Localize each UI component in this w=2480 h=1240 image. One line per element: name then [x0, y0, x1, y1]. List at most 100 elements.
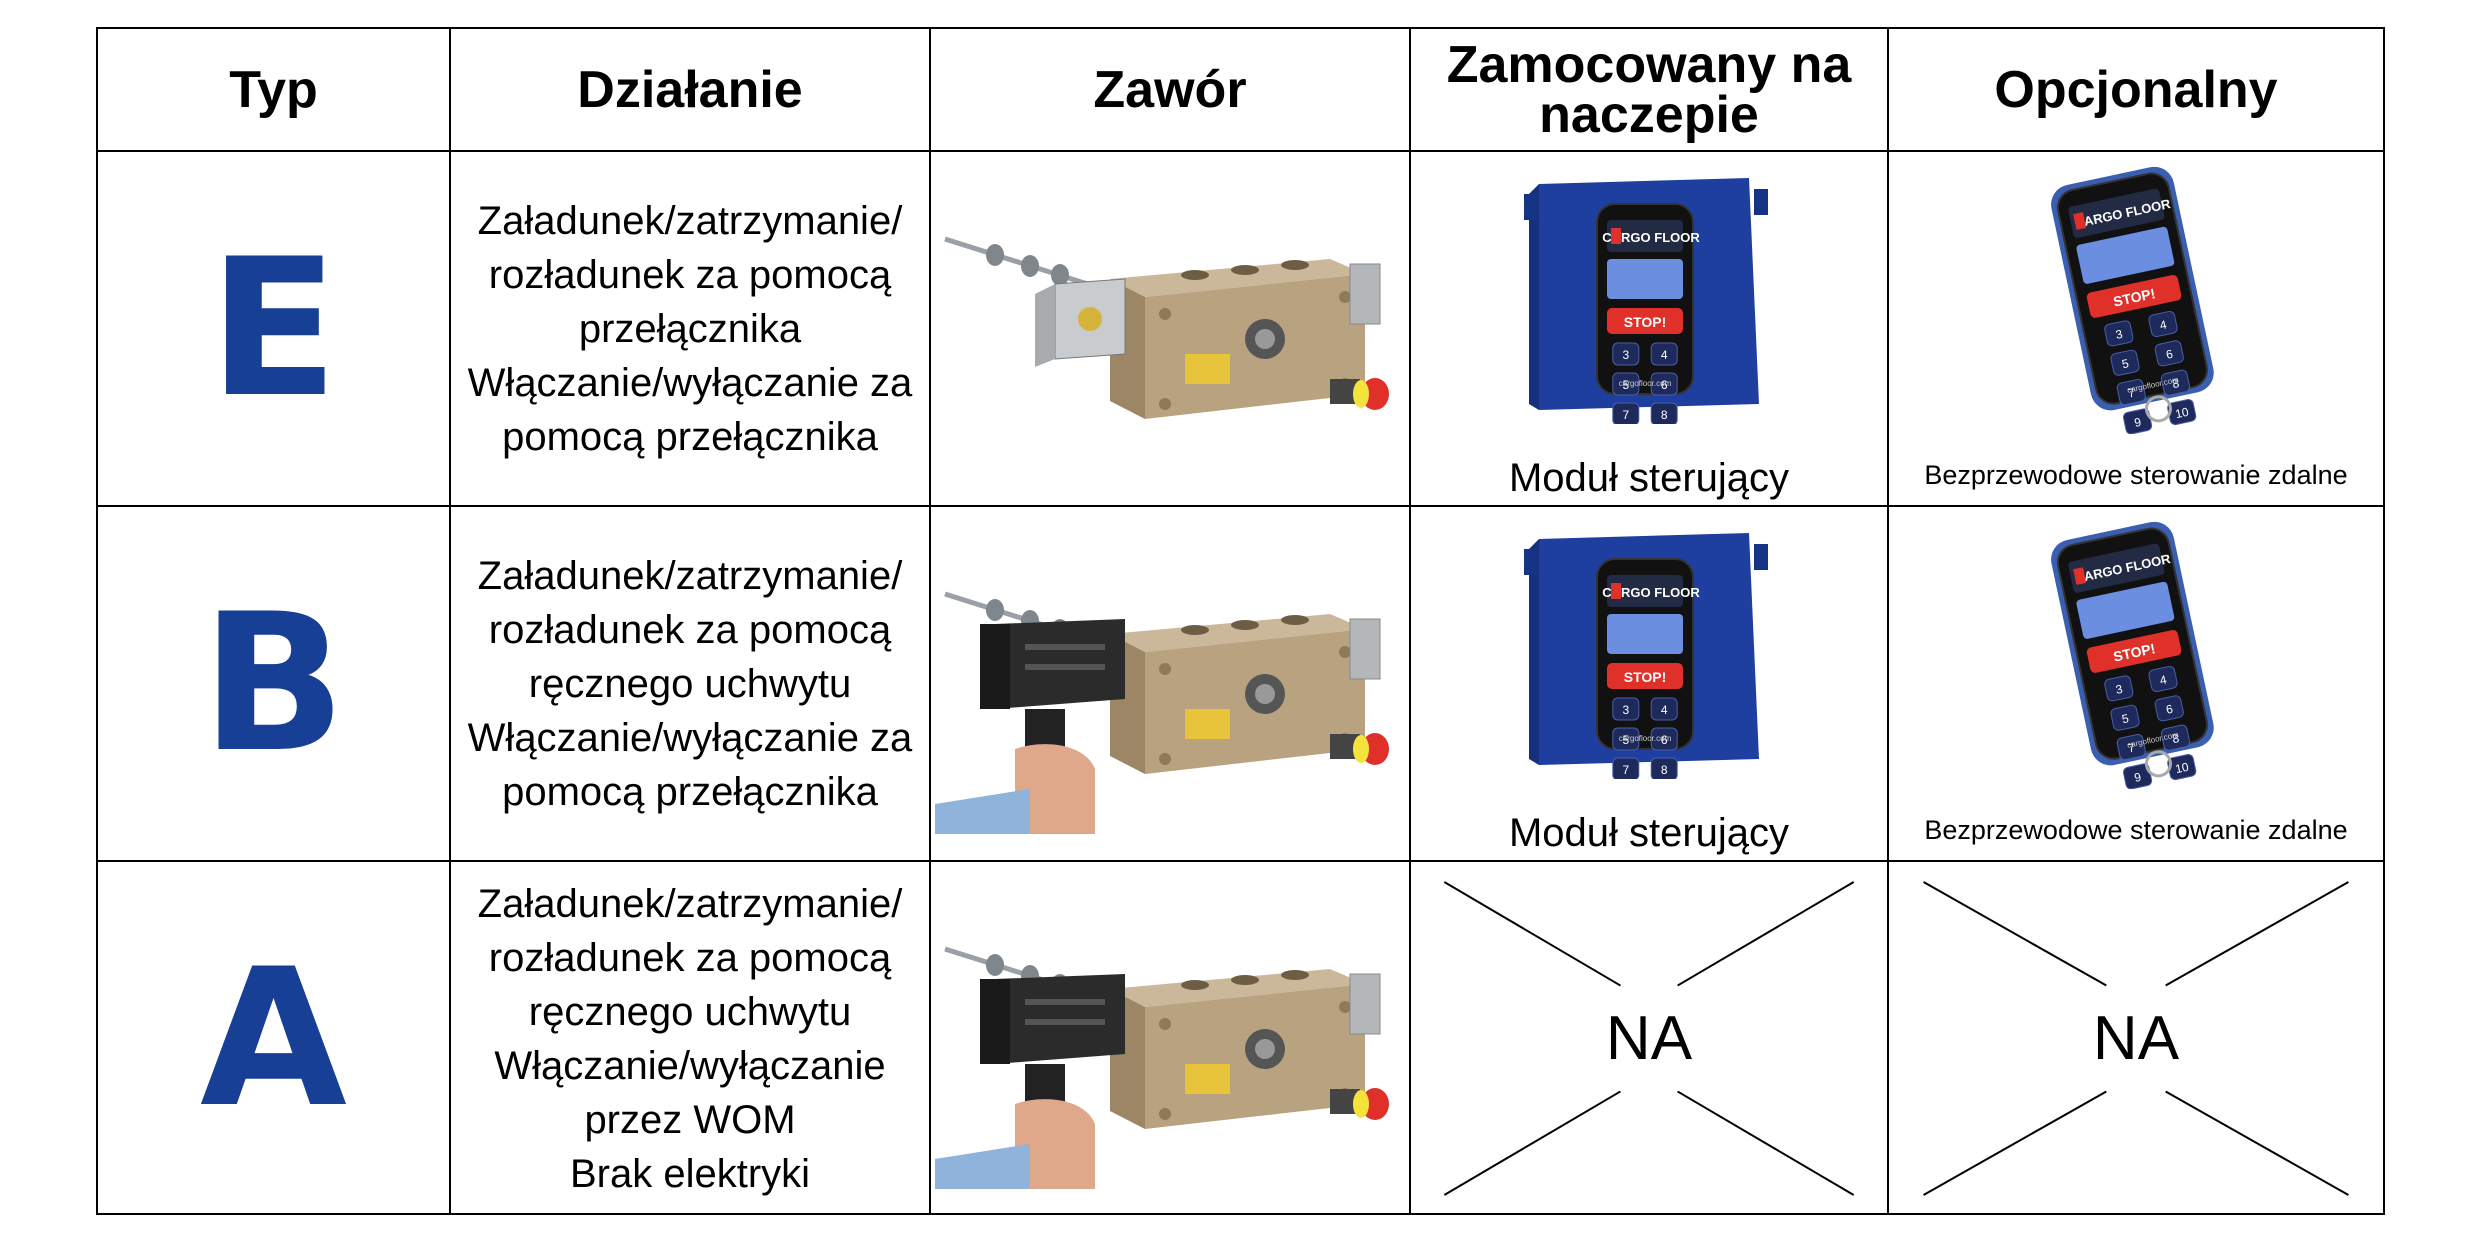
svg-text:5: 5 [1622, 733, 1629, 747]
svg-text:4: 4 [1661, 348, 1668, 362]
column-divider [1409, 29, 1411, 1213]
svg-text:STOP!: STOP! [1624, 669, 1667, 685]
row-divider [98, 505, 2383, 507]
svg-text:3: 3 [2114, 682, 2124, 697]
valve-cell [931, 152, 1409, 505]
keypad-key: 6 [1650, 727, 1678, 751]
action-cell: Załadunek/zatrzymanie/ rozładunek za pom… [451, 507, 929, 860]
svg-text:8: 8 [1661, 763, 1668, 777]
valve-handle-image [935, 946, 1389, 1189]
header-mounted: Zamocowany na naczepie [1446, 35, 1852, 144]
svg-text:cargofloor.com: cargofloor.com [1619, 379, 1672, 388]
keypad-key: 3 [2104, 320, 2134, 347]
optional-caption: Bezprzewodowe sterowanie zdalne [1924, 460, 2348, 490]
svg-text:4: 4 [1661, 703, 1668, 717]
mounted-caption: Moduł sterujący [1508, 811, 1790, 855]
keypad-key: 3 [1612, 342, 1640, 366]
svg-text:6: 6 [2165, 347, 2175, 362]
not-applicable-cross [1923, 881, 2349, 1196]
keypad-key: 4 [1650, 697, 1678, 721]
keypad-key: 8 [2160, 369, 2191, 396]
keypad-key: 6 [2154, 340, 2184, 367]
svg-text:10: 10 [2174, 405, 2190, 422]
column-divider [449, 29, 451, 1213]
svg-text:3: 3 [1622, 703, 1629, 717]
svg-text:10: 10 [2174, 760, 2190, 777]
keypad-key: 3 [2104, 675, 2134, 702]
svg-text:8: 8 [2171, 376, 2181, 391]
valve-cell [931, 862, 1409, 1215]
keypad-key: 3 [1612, 697, 1640, 721]
row-divider [98, 150, 2383, 152]
column-divider [1887, 29, 1889, 1213]
mounted-cell: NA [1411, 862, 1887, 1215]
keypad-key: 8 [1650, 757, 1678, 779]
svg-text:STOP!: STOP! [1624, 314, 1667, 330]
svg-text:7: 7 [2127, 740, 2137, 755]
keypad-key: 5 [1612, 727, 1640, 751]
column-divider [929, 29, 931, 1213]
action-text: Załadunek/zatrzymanie/ rozładunek za pom… [467, 553, 913, 814]
svg-text:CARGO FLOOR: CARGO FLOOR [1602, 585, 1700, 600]
na-label: NA [1605, 1004, 1693, 1073]
keypad-key: 4 [1650, 342, 1678, 366]
mounted-cell: CARGO FLOORSTOP!345678910cargofloor.comM… [1411, 507, 1887, 860]
svg-text:8: 8 [1661, 408, 1668, 422]
type-cell: E [98, 152, 449, 505]
svg-text:6: 6 [2165, 702, 2175, 717]
keypad-key: 7 [1612, 402, 1640, 424]
keypad-key: 6 [2154, 695, 2184, 722]
mounted-cell: CARGO FLOORSTOP!345678910cargofloor.comM… [1411, 152, 1887, 505]
svg-text:9: 9 [2133, 415, 2143, 430]
header-type: Typ [229, 60, 318, 119]
action-text: Załadunek/zatrzymanie/ rozładunek za pom… [477, 881, 903, 1196]
keypad-key: 7 [2116, 379, 2146, 406]
keypad-key: 10 [2167, 753, 2197, 781]
keypad-key: 7 [1612, 757, 1640, 779]
svg-text:9: 9 [2133, 770, 2143, 785]
valve-handle-image [935, 591, 1389, 834]
svg-text:3: 3 [2114, 327, 2124, 342]
not-applicable-cross [1443, 881, 1855, 1196]
keypad-key: 4 [2148, 310, 2178, 338]
product-table: Typ Działanie Zawór Zamocowany na naczep… [96, 27, 2385, 1215]
keypad-key: 7 [2116, 734, 2146, 761]
svg-text:cargofloor.com: cargofloor.com [1619, 734, 1672, 743]
action-cell: Załadunek/zatrzymanie/ rozładunek za pom… [451, 152, 929, 505]
type-cell: A [98, 862, 449, 1215]
svg-text:7: 7 [1622, 763, 1629, 777]
keypad-key: 4 [2148, 665, 2178, 693]
type-letter: B [201, 573, 346, 794]
svg-text:6: 6 [1661, 378, 1668, 392]
na-label: NA [2092, 1004, 2180, 1073]
keypad-key: 5 [1612, 372, 1640, 396]
type-letter: A [199, 928, 348, 1149]
row-divider [98, 860, 2383, 862]
svg-text:8: 8 [2171, 731, 2181, 746]
svg-text:CARGO FLOOR: CARGO FLOOR [1602, 230, 1700, 245]
svg-text:5: 5 [1622, 378, 1629, 392]
keypad-key: 8 [2160, 724, 2191, 751]
keypad-key: 5 [2110, 704, 2140, 731]
action-cell: Załadunek/zatrzymanie/ rozładunek za pom… [451, 862, 929, 1215]
type-letter: E [208, 218, 339, 439]
header-valve: Zawór [1093, 60, 1247, 119]
valve-cell [931, 507, 1409, 860]
svg-text:4: 4 [2159, 317, 2169, 332]
header-optional: Opcjonalny [1994, 60, 2278, 119]
keypad-key: 8 [1650, 402, 1678, 424]
optional-caption: Bezprzewodowe sterowanie zdalne [1924, 815, 2348, 845]
svg-text:6: 6 [1661, 733, 1668, 747]
keypad-key: 6 [1650, 372, 1678, 396]
svg-text:5: 5 [2121, 356, 2131, 371]
keypad-key: 5 [2110, 349, 2140, 376]
optional-cell: NA [1889, 862, 2383, 1215]
keypad-key: 10 [2167, 398, 2197, 426]
action-text: Załadunek/zatrzymanie/ rozładunek za pom… [467, 198, 913, 459]
